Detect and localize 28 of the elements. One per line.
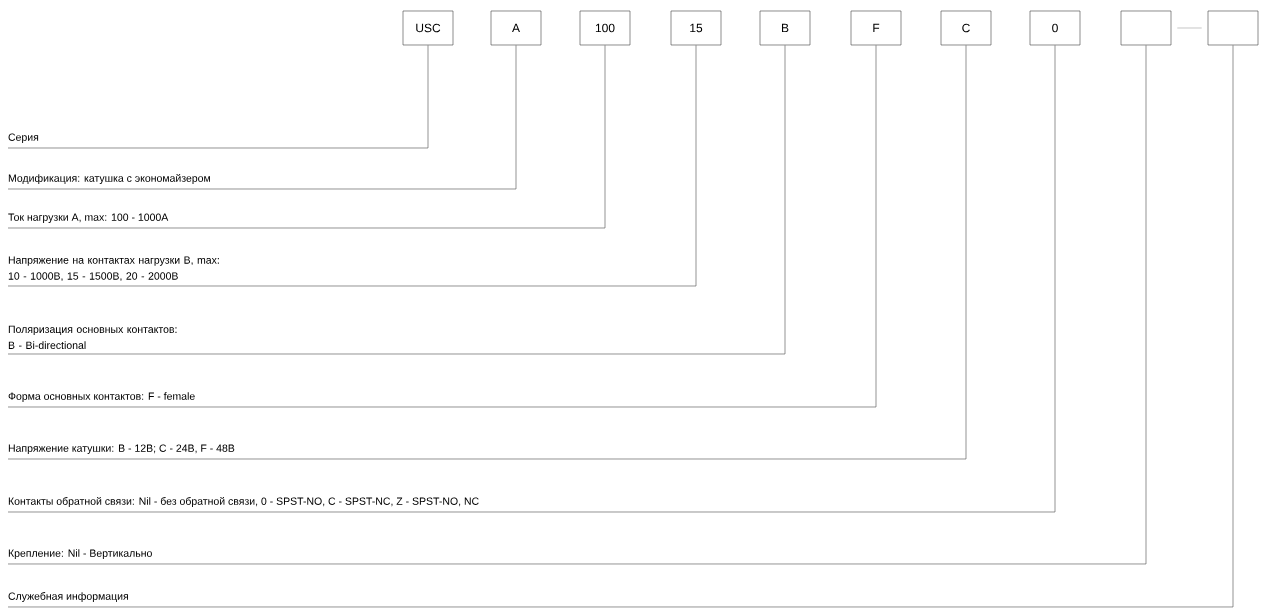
description-text: Форма основных контактов: F - female <box>8 392 195 402</box>
description-text: Служебная информация <box>8 592 128 602</box>
code-box <box>1120 10 1172 46</box>
code-box: 0 <box>1029 10 1081 46</box>
code-box: C <box>940 10 992 46</box>
leader-line <box>7 45 786 355</box>
description-text: Напряжение на контактах нагрузки В, max: 10 - 1000В, 15 - 1500В, 20 - 2000В <box>8 256 219 281</box>
leader-line <box>7 45 877 408</box>
code-box: 100 <box>579 10 631 46</box>
leader-line <box>7 45 429 149</box>
leader-line <box>7 45 1056 513</box>
description-text: Крепление: Nil - Вертикально <box>8 549 152 559</box>
code-box: F <box>850 10 902 46</box>
code-box: 15 <box>670 10 722 46</box>
leader-line <box>7 45 517 190</box>
code-box: A <box>490 10 542 46</box>
code-box: USC <box>402 10 454 46</box>
leader-line <box>7 45 697 287</box>
description-text: Серия <box>8 133 39 143</box>
description-text: Ток нагрузки А, max: 100 - 1000А <box>8 213 169 223</box>
description-text: Напряжение катушки: B - 12В; C - 24В, F - 48В <box>8 444 235 454</box>
description-text: Контакты обратной связи: Nil - без обратной связи, 0 - SPST-NO, C - SPST-NC, Z - SPST-NO, NC <box>8 497 479 507</box>
leader-line <box>7 45 967 460</box>
leader-line <box>7 45 606 229</box>
code-box <box>1207 10 1259 46</box>
code-box: B <box>759 10 811 46</box>
description-text: Модификация: катушка с экономайзером <box>8 174 210 184</box>
description-text: Поляризация основных контактов: B - Bi-directional <box>8 325 177 349</box>
